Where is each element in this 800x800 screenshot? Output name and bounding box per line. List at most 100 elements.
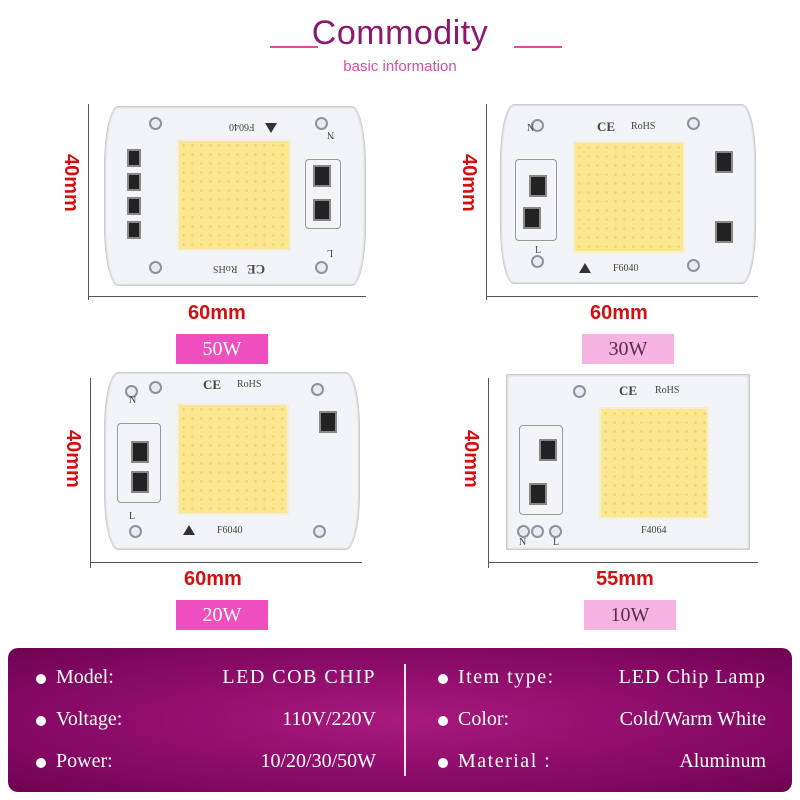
- page-subtitle: basic information: [343, 58, 457, 75]
- smd-component: [127, 173, 141, 191]
- smd-component: [127, 221, 141, 239]
- mount-hole: [517, 525, 530, 538]
- pin-n-label: N: [519, 537, 527, 548]
- mount-hole: [149, 117, 162, 130]
- spec-material-value: Aluminum: [679, 750, 766, 772]
- driver-ic: [313, 199, 331, 221]
- pin-n-label: N: [327, 129, 335, 140]
- bullet-icon: [36, 758, 46, 768]
- spec-power-value: 10/20/30/50W: [260, 750, 376, 772]
- board-50w-vertical-rule: [88, 104, 89, 300]
- mount-hole: [687, 117, 700, 130]
- bullet-icon: [438, 674, 448, 684]
- driver-ic: [523, 207, 541, 229]
- mount-hole: [315, 261, 328, 274]
- mount-hole: [549, 525, 562, 538]
- warning-icon: [265, 123, 277, 133]
- board-50w-horizontal-rule: [88, 296, 366, 297]
- pin-n-label: N: [527, 123, 535, 134]
- mount-hole: [129, 525, 142, 538]
- led-array: [573, 141, 685, 253]
- mount-hole: [687, 259, 700, 272]
- pin-l-label: L: [129, 511, 136, 522]
- spec-item-type-value: LED Chip Lamp: [618, 666, 766, 688]
- board-30w-watt-badge: 30W: [582, 334, 674, 364]
- spec-panel: [8, 648, 792, 792]
- spec-color-value: Cold/Warm White: [619, 708, 766, 730]
- led-array: [177, 139, 291, 251]
- spec-divider: [404, 664, 406, 776]
- mount-hole: [313, 525, 326, 538]
- driver-ic: [313, 165, 331, 187]
- board-10w-horizontal-rule: [488, 562, 758, 563]
- board-10w-rohs-mark: RoHS: [655, 385, 680, 396]
- mount-hole: [573, 385, 586, 398]
- led-array: [599, 407, 709, 519]
- driver-ic: [539, 439, 557, 461]
- board-20w-ce-mark: CE: [203, 377, 222, 392]
- spec-voltage-value: 110V/220V: [282, 708, 376, 730]
- page-title: Commodity: [311, 14, 489, 52]
- spec-model-value: LED COB CHIP: [222, 666, 376, 688]
- board-20w-vertical-rule: [90, 378, 91, 568]
- led-array: [177, 403, 289, 515]
- smd-component: [127, 197, 141, 215]
- board-20w-watt-badge: 20W: [176, 600, 268, 630]
- pin-l-label: L: [535, 245, 542, 256]
- header-right-line: [514, 46, 562, 48]
- board-10w-watt-badge: 10W: [584, 600, 676, 630]
- board-10w-marking: F4064: [641, 525, 667, 536]
- bullet-icon: [438, 716, 448, 726]
- board-30w-horizontal-rule: [486, 296, 758, 297]
- board-30w-rohs-mark: RoHS: [631, 121, 656, 132]
- mount-hole: [149, 261, 162, 274]
- pin-n-label: N: [129, 395, 137, 406]
- board-30w-marking: F6040: [613, 263, 639, 274]
- driver-ic: [715, 151, 733, 173]
- board-50w-marking: F6040: [229, 121, 255, 132]
- board-50w-ce-mark: CE: [247, 262, 266, 277]
- board-10w-height-label: 40mm: [460, 430, 482, 488]
- driver-ic: [529, 483, 547, 505]
- warning-icon: [579, 263, 591, 273]
- spec-item-type-label: Item type:: [458, 666, 555, 688]
- board-10w-vertical-rule: [488, 378, 489, 568]
- header-left-line: [270, 46, 318, 48]
- board-20w-chip: CE RoHS F6040 N L: [104, 372, 360, 550]
- spec-voltage-label: Voltage:: [56, 708, 123, 730]
- spec-power-label: Power:: [56, 750, 113, 772]
- smd-component: [127, 149, 141, 167]
- driver-ic: [715, 221, 733, 243]
- mount-hole: [311, 383, 324, 396]
- board-20w-height-label: 40mm: [62, 430, 84, 488]
- bullet-icon: [36, 716, 46, 726]
- board-20w-horizontal-rule: [90, 562, 362, 563]
- board-30w-chip: CE RoHS F6040 N L: [500, 104, 756, 284]
- warning-icon: [183, 525, 195, 535]
- pin-l-label: L: [327, 247, 334, 258]
- driver-ic: [319, 411, 337, 433]
- mount-hole: [149, 381, 162, 394]
- mount-hole: [125, 385, 138, 398]
- driver-outline: [305, 159, 341, 229]
- board-50w-rohs-mark: RoHS: [213, 263, 238, 274]
- driver-ic: [131, 441, 149, 463]
- driver-ic: [131, 471, 149, 493]
- driver-outline: [117, 423, 161, 503]
- board-30w-height-label: 40mm: [458, 154, 480, 212]
- mount-hole: [531, 119, 544, 132]
- mount-hole: [315, 117, 328, 130]
- spec-color-label: Color:: [458, 708, 510, 730]
- board-30w-vertical-rule: [486, 104, 487, 300]
- bullet-icon: [438, 758, 448, 768]
- board-50w-height-label: 40mm: [60, 154, 82, 212]
- bullet-icon: [36, 674, 46, 684]
- board-10w-ce-mark: CE: [619, 383, 638, 398]
- driver-outline: [515, 159, 557, 241]
- board-20w-width-label: 60mm: [184, 568, 242, 590]
- board-50w-chip: F6040 CE RoHS N L: [104, 106, 366, 286]
- driver-ic: [529, 175, 547, 197]
- board-10w-width-label: 55mm: [596, 568, 654, 590]
- spec-material-label: Material :: [458, 750, 552, 772]
- board-50w-width-label: 60mm: [188, 302, 246, 324]
